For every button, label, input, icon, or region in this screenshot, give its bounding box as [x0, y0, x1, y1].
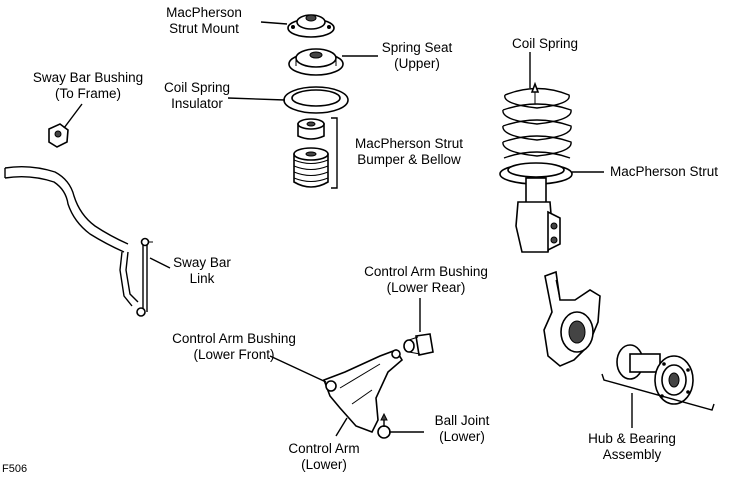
label-spring-seat: Spring Seat(Upper)	[381, 40, 453, 71]
figure-code: F506	[2, 463, 28, 475]
bellow-icon	[293, 147, 329, 188]
strut-mount-icon	[287, 14, 335, 38]
hub-bearing-icon	[616, 344, 694, 405]
strut-icon	[499, 162, 573, 253]
control-arm-icon	[322, 349, 404, 434]
label-coil-spring: Coil Spring	[511, 36, 579, 51]
sway-bar-bushing-icon	[48, 123, 69, 148]
label-control-arm-bushing-rear: Control Arm Bushing(Lower Rear)	[364, 264, 488, 295]
ball-joint-icon	[377, 412, 391, 439]
control-arm-bushing-icon	[403, 333, 434, 356]
label-ball-joint: Ball Joint(Lower)	[434, 413, 490, 444]
label-control-arm: Control Arm(Lower)	[288, 441, 360, 472]
label-control-arm-bushing-front: Control Arm Bushing(Lower Front)	[172, 331, 296, 362]
bumper-icon	[297, 118, 325, 140]
label-macpherson-strut: MacPherson Strut	[609, 164, 719, 179]
coil-spring-icon	[502, 81, 572, 159]
sway-bar-icon	[4, 165, 129, 253]
sway-bar-link-icon	[119, 237, 153, 317]
spring-seat-icon	[288, 48, 344, 76]
steering-knuckle-icon	[543, 270, 601, 367]
insulator-ring-icon	[283, 86, 349, 114]
label-sway-bar-bushing: Sway Bar Bushing(To Frame)	[32, 70, 144, 101]
